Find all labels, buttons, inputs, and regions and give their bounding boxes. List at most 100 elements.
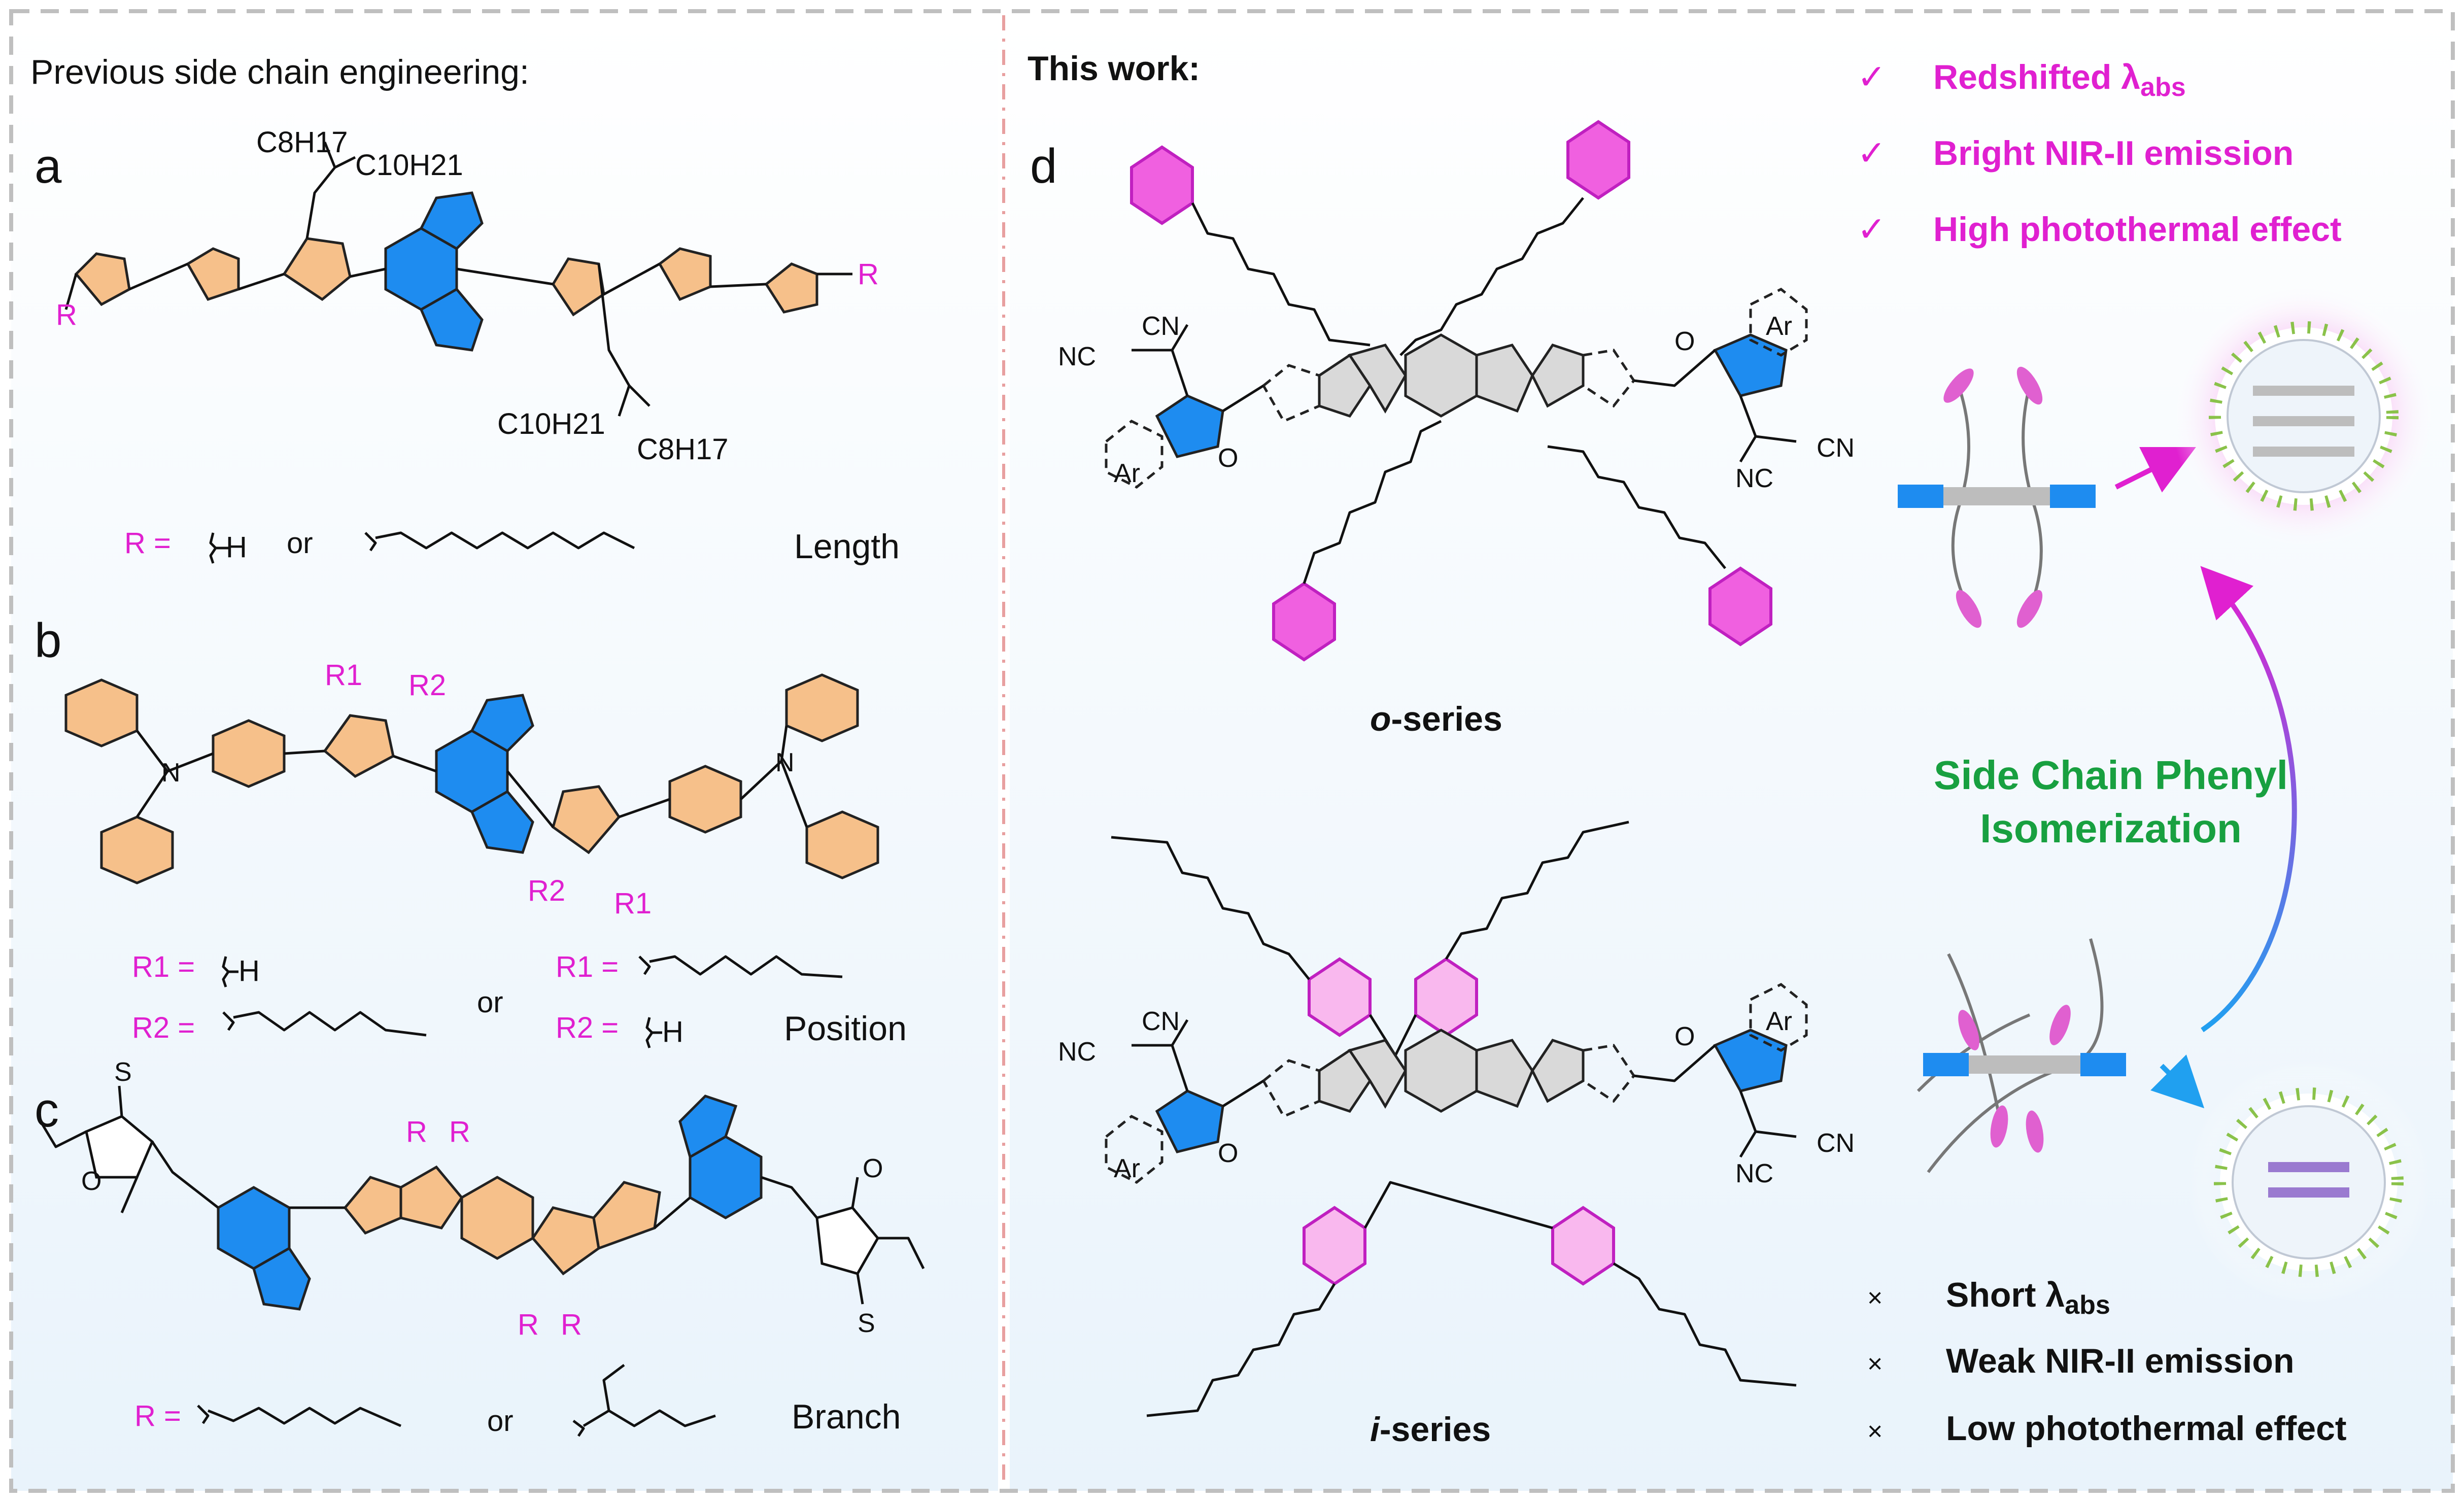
thiadiazole-ring xyxy=(252,1246,311,1311)
r-c-1: R xyxy=(406,1115,427,1148)
thiadiazole-top xyxy=(470,694,534,753)
category-position: Position xyxy=(784,1009,907,1048)
or-c: or xyxy=(487,1405,514,1438)
s-atom-c2: S xyxy=(858,1309,875,1338)
con-item-2: Weak NIR-II emission xyxy=(1946,1342,2295,1380)
sidechain-a-bottom-2: C8H17 xyxy=(637,433,729,466)
n-left-b: N xyxy=(161,758,181,788)
cons-list: × Short λabs × Weak NIR-II emission × Lo… xyxy=(1867,1276,2347,1448)
o-series-nanoparticle xyxy=(2172,284,2436,548)
molecule-a xyxy=(64,142,852,417)
side-phenyl-ring xyxy=(1566,120,1630,200)
phenyl-ring xyxy=(668,765,742,834)
left-heading: Previous side chain engineering: xyxy=(30,53,529,91)
center-label-line2: Isomerization xyxy=(1980,806,2242,851)
thiophene-dashed xyxy=(1582,1044,1636,1103)
cyclopentadiene-core xyxy=(1348,344,1407,414)
thiophene-core xyxy=(1318,1048,1372,1113)
side-phenyl-ring xyxy=(1708,566,1772,646)
s-atom-c1: S xyxy=(114,1057,132,1087)
thiophene-ring xyxy=(186,247,240,301)
i-series-nanoparticle xyxy=(2187,1061,2431,1304)
aryl-dashed-ring xyxy=(1749,983,1808,1052)
def-r2-right: R2 = xyxy=(556,1011,619,1044)
r-c-4: R xyxy=(561,1308,582,1341)
cross-icon: × xyxy=(1867,1417,1883,1446)
cyclopentadiene-core xyxy=(1348,1039,1407,1109)
h-a: H xyxy=(226,531,247,564)
r-left-a: R xyxy=(56,298,77,331)
thiadiazole-bottom xyxy=(470,790,534,854)
pro-item-3: High photothermal effect xyxy=(1933,210,2342,249)
nc-o-right: NC xyxy=(1735,464,1773,493)
conversion-arrow xyxy=(2200,566,2297,1033)
i-series-label: i-series xyxy=(1370,1410,1491,1449)
rhodanine-ring xyxy=(85,1115,154,1179)
svg-text:C8H17: C8H17 xyxy=(637,433,729,466)
panel-label-a: a xyxy=(35,139,62,193)
sidechain-a-bottom-1: C10H21 xyxy=(497,407,605,440)
outer-dashed-border xyxy=(9,9,2455,1493)
or-a: or xyxy=(287,527,313,560)
def-r1-right: R1 = xyxy=(556,950,619,983)
r-c-3: R xyxy=(518,1308,539,1341)
center-label-line1: Side Chain Phenyl xyxy=(1934,753,2288,798)
check-icon: ✓ xyxy=(1857,58,1886,96)
def-r2-left: R2 = xyxy=(132,1011,195,1044)
panel-label-b: b xyxy=(35,613,61,668)
ar-i-right: Ar xyxy=(1766,1007,1792,1036)
or-b: or xyxy=(477,986,503,1019)
ar-o-right: Ar xyxy=(1766,312,1792,341)
aryl-dashed-ring xyxy=(1105,1115,1163,1184)
r-def-a: R = xyxy=(124,527,171,560)
cross-icon: × xyxy=(1867,1349,1883,1379)
category-branch: Branch xyxy=(792,1397,901,1436)
r-right-a: R xyxy=(858,258,879,291)
o-series-schematic xyxy=(1898,366,2196,628)
aryl-dashed-ring xyxy=(1749,288,1808,357)
svg-text:C10H21: C10H21 xyxy=(355,149,463,182)
pro-item-1: Redshifted λabs xyxy=(1933,58,2186,102)
svg-text:C10H21: C10H21 xyxy=(497,407,605,440)
pros-list: ✓ Redshifted λabs ✓ Bright NIR-II emissi… xyxy=(1857,58,2342,249)
r2-top-b: R2 xyxy=(408,669,446,702)
thiophene-core xyxy=(1531,344,1585,408)
h-left-b: H xyxy=(238,954,260,987)
phenyl-ring xyxy=(805,810,879,879)
indanone-five-ring xyxy=(1155,394,1224,458)
phenyl-ring xyxy=(785,673,859,742)
r1-top-b: R1 xyxy=(325,659,362,692)
right-heading: This work: xyxy=(1028,49,1200,88)
o-atom-c2: O xyxy=(863,1154,883,1183)
cn-o-left: CN xyxy=(1142,312,1180,341)
cross-icon: × xyxy=(1867,1283,1883,1313)
ar-i-left: Ar xyxy=(1114,1154,1140,1183)
nc-i-left: NC xyxy=(1058,1037,1096,1067)
thiophene-ring xyxy=(323,714,395,778)
con-item-1: Short λabs xyxy=(1946,1276,2110,1320)
pro-item-2: Bright NIR-II emission xyxy=(1933,134,2294,173)
o-atom-c1: O xyxy=(81,1167,101,1196)
panel-label-d: d xyxy=(1030,139,1057,193)
thiophene-ring xyxy=(658,247,712,301)
cyclopentadiene-ring xyxy=(399,1165,464,1230)
ar-o-left: Ar xyxy=(1114,459,1140,488)
indanone-five-ring xyxy=(1155,1089,1224,1153)
thiophene-ring xyxy=(552,785,621,855)
o-atom-i-right: O xyxy=(1674,1022,1695,1051)
nc-o-left: NC xyxy=(1058,342,1096,371)
sidechain-a-top-1: C8H17 xyxy=(256,126,348,159)
r1-bottom-b: R1 xyxy=(614,887,652,920)
thiadiazole-ring xyxy=(678,1095,738,1159)
thiophene-core xyxy=(1318,353,1372,418)
r-def-c: R = xyxy=(134,1399,181,1432)
thiophene-ring xyxy=(74,252,131,306)
r2-bottom-b: R2 xyxy=(528,874,565,907)
check-icon: ✓ xyxy=(1857,134,1886,173)
i-series-schematic xyxy=(1917,938,2205,1173)
phenyl-ring xyxy=(212,719,286,788)
phenyl-ring xyxy=(64,678,139,747)
thiophene-ring xyxy=(592,1181,661,1250)
cyclopentadiene-core xyxy=(1475,344,1534,413)
